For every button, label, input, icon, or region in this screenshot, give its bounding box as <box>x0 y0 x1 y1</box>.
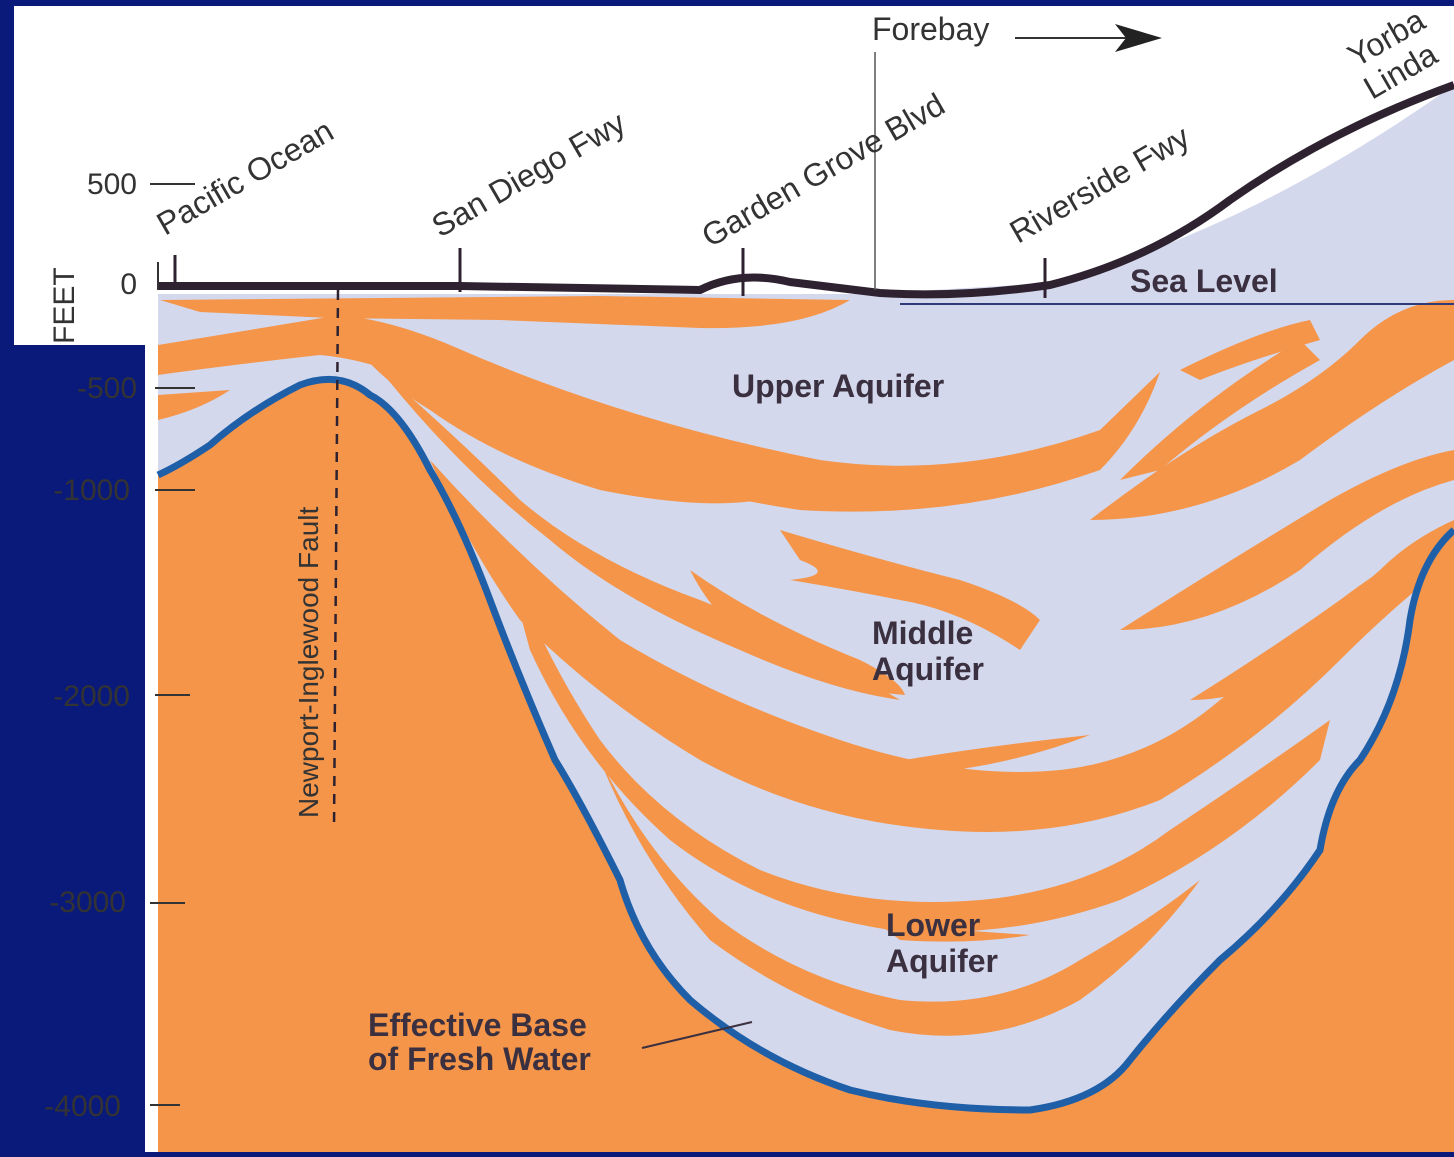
axis-unit-label: FEET <box>48 267 81 344</box>
axis-label-minus-2000: -2000 <box>53 680 130 713</box>
label-forebay: Forebay <box>872 11 989 47</box>
axis-label-minus-4000: -4000 <box>44 1090 121 1123</box>
label-lower-aquifer-line1: Lower <box>886 907 980 943</box>
label-lower-aquifer-line2: Aquifer <box>886 943 998 979</box>
label-fresh-water-line2: of Fresh Water <box>368 1041 591 1077</box>
axis-label-minus-500: -500 <box>77 372 137 405</box>
axis-label-500: 500 <box>87 168 137 201</box>
axis-label-minus-1000: -1000 <box>53 474 130 507</box>
axis-label-0: 0 <box>120 268 137 301</box>
label-middle-aquifer-line1: Middle <box>872 615 973 651</box>
label-sea-level: Sea Level <box>1130 263 1278 299</box>
label-middle-aquifer-line2: Aquifer <box>872 651 984 687</box>
axis-label-minus-3000: -3000 <box>49 886 126 919</box>
label-fault: Newport-Inglewood Fault <box>293 507 324 818</box>
label-upper-aquifer: Upper Aquifer <box>732 368 944 404</box>
label-fresh-water-line1: Effective Base <box>368 1007 587 1043</box>
